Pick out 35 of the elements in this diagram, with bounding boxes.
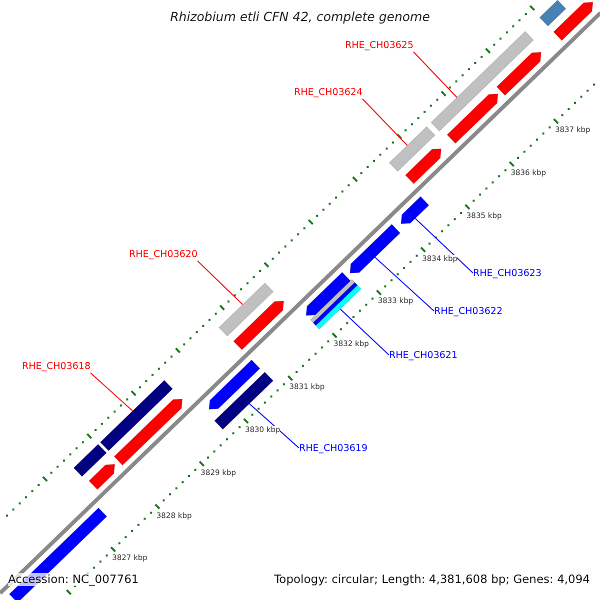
leader-line: [248, 403, 300, 448]
gene-feature-block: [100, 380, 174, 452]
leader-line: [362, 98, 408, 146]
gene-feature-pointed: [114, 398, 183, 466]
leader-line: [413, 51, 458, 98]
gene-feature-pointed: [350, 224, 401, 274]
gene-label: RHE_CH03619: [299, 444, 368, 455]
leader-line: [197, 260, 244, 305]
gene-feature-pointed: [496, 52, 542, 96]
gene-feature-block: [430, 30, 534, 132]
title: Rhizobium etli CFN 42, complete genome: [169, 10, 431, 24]
gene-label: RHE_CH03622: [434, 307, 502, 318]
leader-line: [374, 256, 434, 312]
gene-feature-pointed: [306, 272, 351, 316]
gene-feature-pointed: [400, 196, 430, 224]
gene-label: RHE_CH03625: [345, 41, 414, 52]
gene-label: RHE_CH03620: [129, 250, 198, 261]
gene-feature-pointed: [446, 94, 498, 144]
gene-label: RHE_CH03621: [389, 351, 458, 362]
accession-text: Accession: NC_007761: [8, 573, 139, 586]
gene-feature-block: [218, 282, 274, 337]
gene-feature-block: [73, 444, 107, 477]
gene-feature-pointed: [208, 359, 260, 410]
genome-info-text: Topology: circular; Length: 4,381,608 bp; Genes: 4,094: [274, 573, 590, 586]
gene-label: RHE_CH03618: [22, 362, 90, 373]
gene-feature-pointed: [404, 148, 442, 184]
leader-line: [90, 372, 134, 412]
gene-feature-block: [388, 126, 436, 172]
gene-feature-block: [539, 0, 566, 27]
gene-feature-pointed: [553, 2, 594, 41]
gene-feature-pointed: [233, 300, 284, 350]
leader-line: [414, 218, 474, 274]
gene-feature-pointed: [88, 464, 116, 490]
gene-label: RHE_CH03624: [294, 88, 362, 99]
gene-label: RHE_CH03623: [473, 269, 542, 280]
